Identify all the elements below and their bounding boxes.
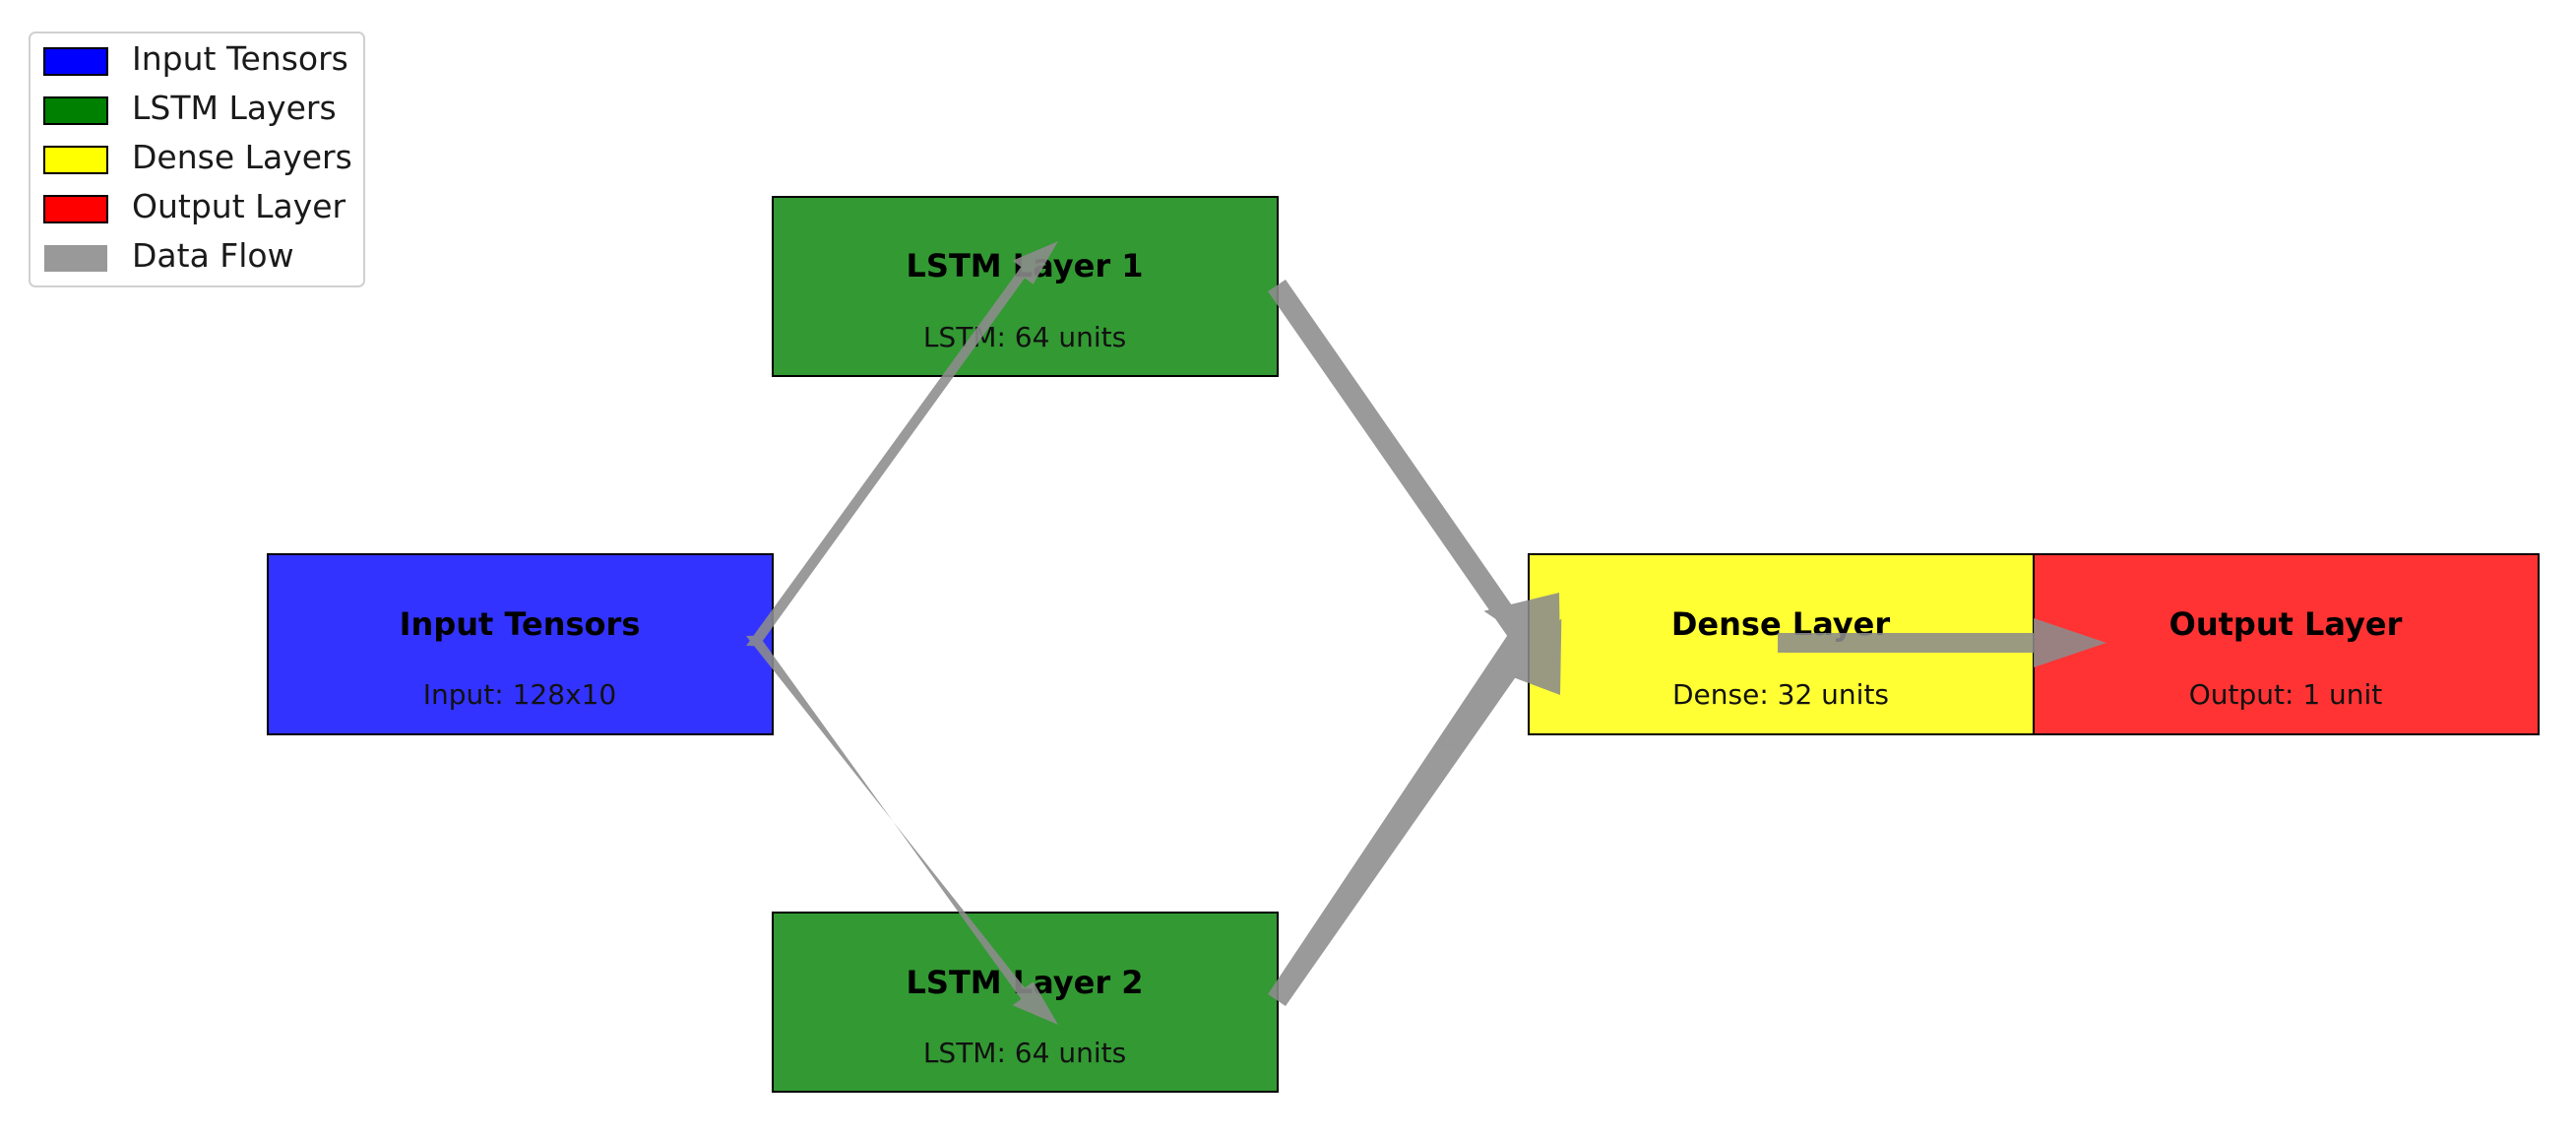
node-output-subtitle: Output: 1 unit xyxy=(2189,678,2383,711)
node-output-title: Output Layer xyxy=(2169,605,2403,643)
node-lstm1-subtitle: LSTM: 64 units xyxy=(923,321,1126,353)
node-dense-subtitle: Dense: 32 units xyxy=(1672,678,1889,711)
legend-swatch-output xyxy=(43,195,108,223)
node-input-title: Input Tensors xyxy=(400,605,641,643)
node-lstm1: LSTM Layer 1 LSTM: 64 units xyxy=(772,196,1279,377)
legend-label-input: Input Tensors xyxy=(132,39,348,78)
legend-swatch-dense xyxy=(43,146,108,174)
legend-frame xyxy=(29,32,365,287)
legend-label-flow: Data Flow xyxy=(132,236,294,275)
node-output-box xyxy=(2033,553,2540,735)
legend: Input Tensors LSTM Layers Dense Layers O… xyxy=(29,32,365,287)
node-input-subtitle: Input: 128x10 xyxy=(423,678,616,711)
arrow-dense-to-output xyxy=(1778,618,2106,667)
arrow-input-to-lstm1 xyxy=(746,241,1058,647)
arrow-input-to-lstm2 xyxy=(746,635,1058,1025)
arrow-lstm1-to-dense xyxy=(1268,280,1562,695)
legend-label-lstm: LSTM Layers xyxy=(132,89,337,127)
arrow-lstm2-to-dense xyxy=(1268,593,1561,1006)
legend-label-output: Output Layer xyxy=(132,187,346,225)
legend-swatch-flow xyxy=(44,245,107,272)
node-input-box xyxy=(267,553,774,735)
data-flow-arrows xyxy=(746,241,2106,1025)
node-lstm1-box xyxy=(772,196,1279,377)
node-output: Output Layer Output: 1 unit xyxy=(2033,553,2540,735)
node-lstm2-subtitle: LSTM: 64 units xyxy=(923,1037,1126,1069)
legend-label-dense: Dense Layers xyxy=(132,138,352,176)
node-input: Input Tensors Input: 128x10 xyxy=(267,553,774,735)
legend-swatch-input xyxy=(43,47,108,76)
legend-swatch-lstm xyxy=(43,96,108,125)
